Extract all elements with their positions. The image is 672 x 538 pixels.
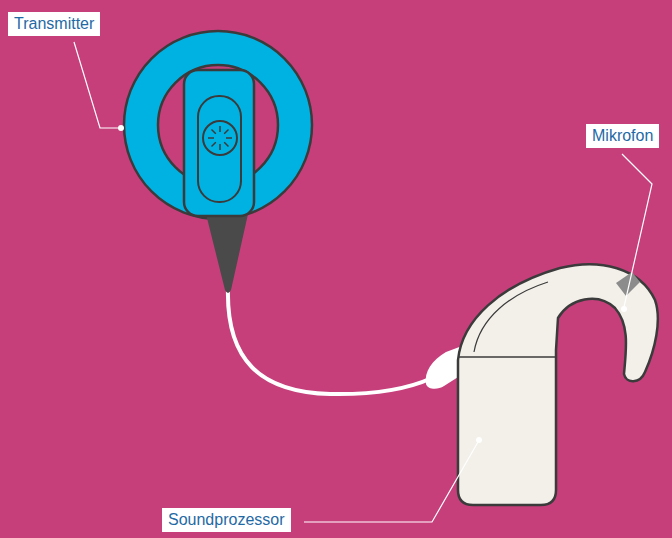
transmitter-body xyxy=(184,70,254,216)
part-label: Transmitter xyxy=(8,12,100,36)
processor-housing xyxy=(458,264,658,505)
housing-seam xyxy=(458,356,556,358)
magnet-ticks xyxy=(208,126,232,150)
transmitter-ring xyxy=(124,31,312,219)
leader-lines xyxy=(74,42,652,522)
cable xyxy=(228,288,432,394)
part-label: Mikrofon xyxy=(586,124,659,148)
cable-cone xyxy=(206,214,248,293)
part-label: Soundprozessor xyxy=(162,508,291,532)
housing-edge xyxy=(474,282,548,352)
magnet-symbol xyxy=(203,121,237,155)
leader-dots xyxy=(118,125,627,443)
transmitter-inset xyxy=(198,96,241,202)
microphone-port xyxy=(616,272,640,296)
